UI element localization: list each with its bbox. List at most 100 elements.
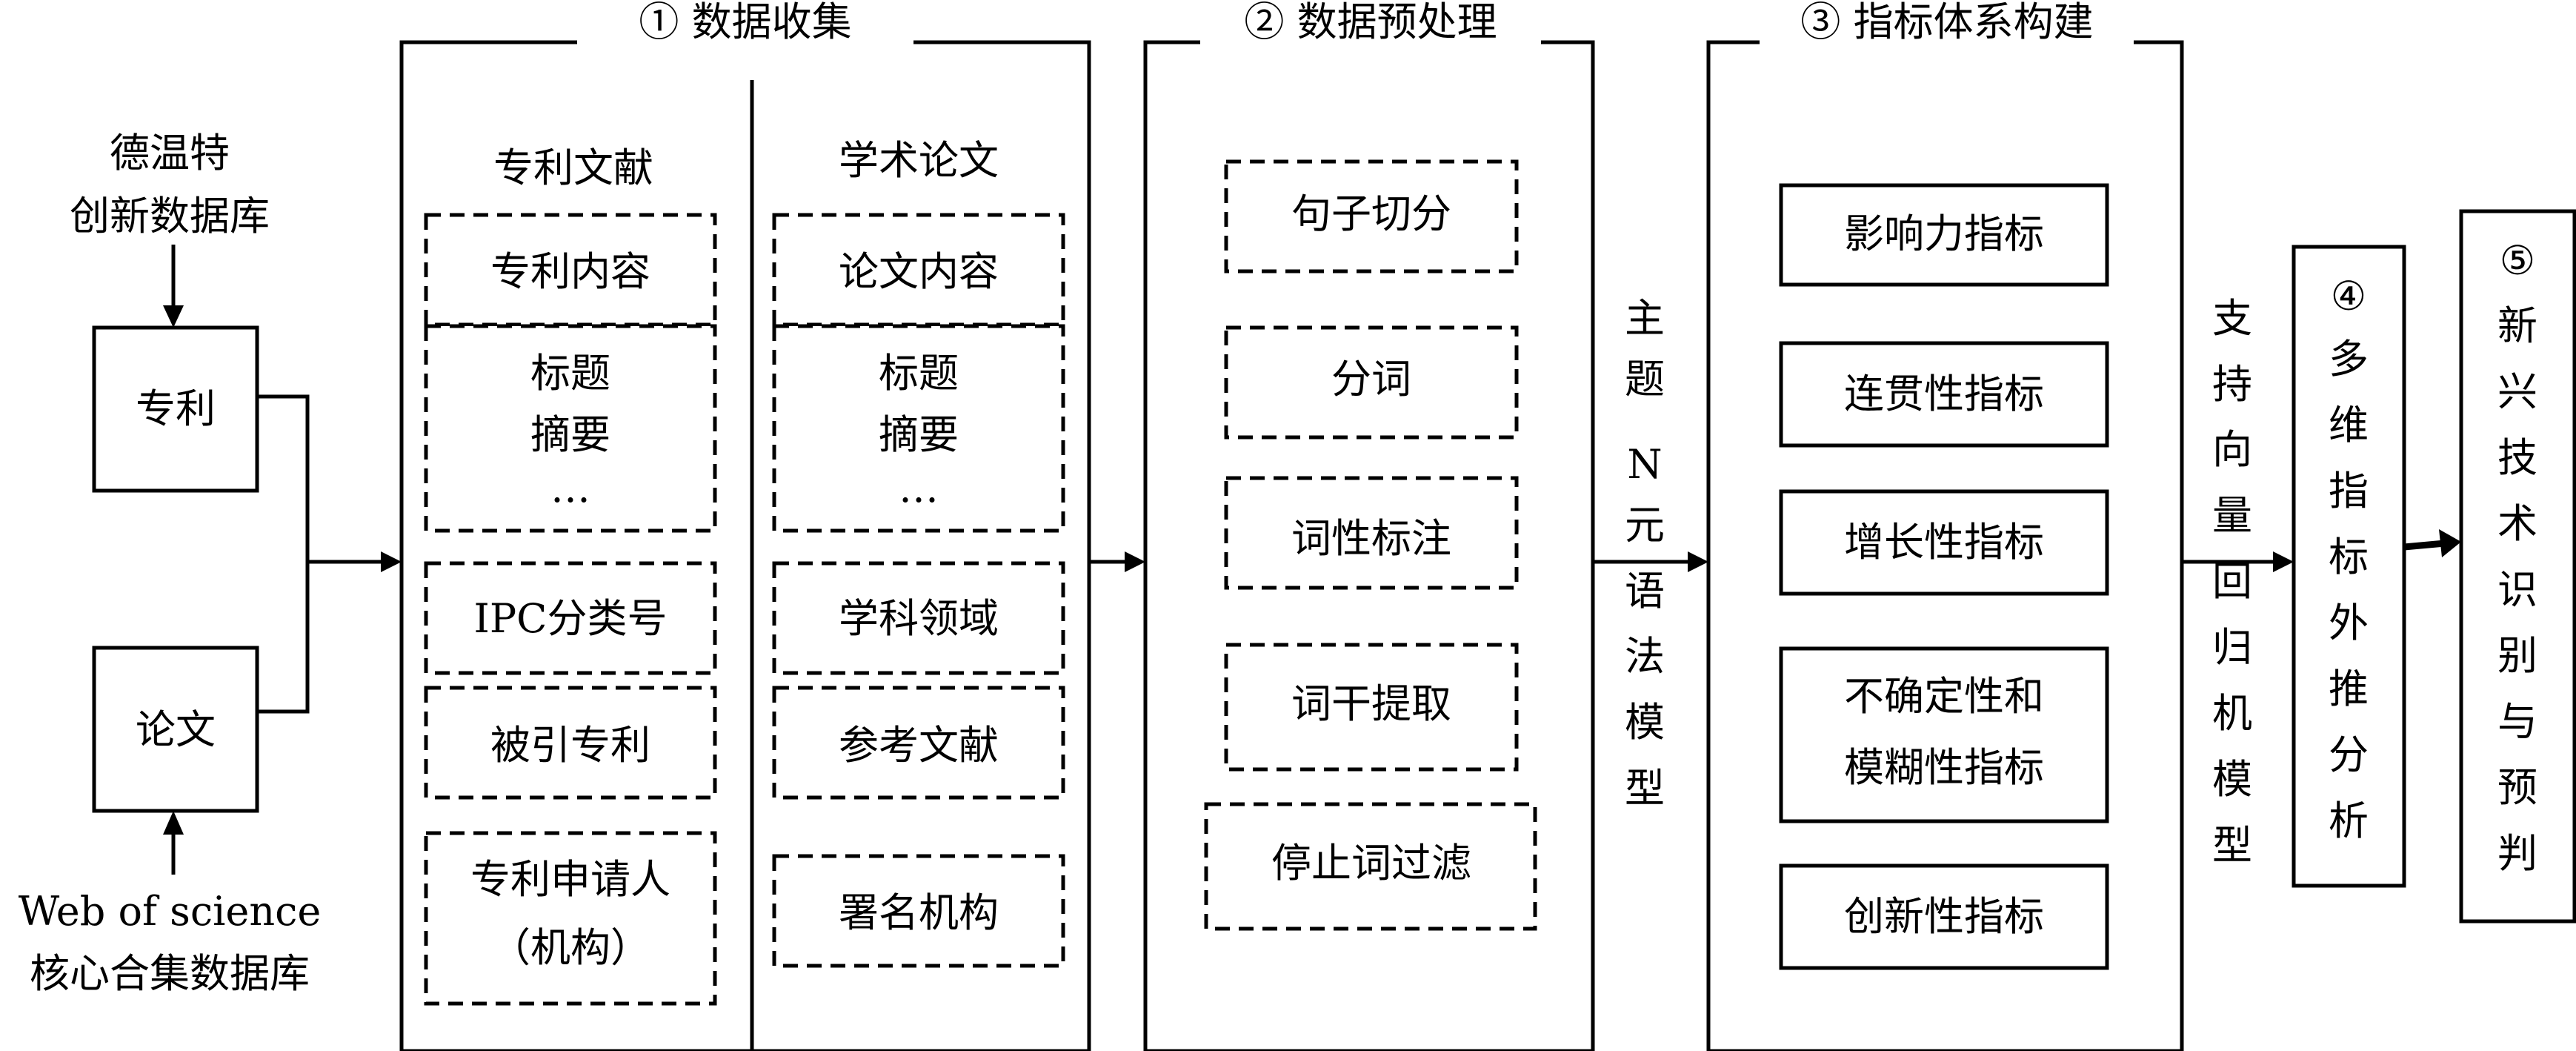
indicator-novelty — [1779, 863, 2109, 970]
indicator-coherence-label: 连贯性指标 — [1844, 371, 2044, 417]
model2-char-4: 回 — [2212, 558, 2252, 605]
indicator-coherence — [1779, 341, 2109, 448]
model2-char-8: 型 — [2212, 822, 2252, 869]
preprocess-stopword-filter-label: 停止词过滤 — [1271, 840, 1471, 886]
paper-item-affiliation-label: 署名机构 — [839, 889, 999, 936]
indicator-novelty-label: 创新性指标 — [1844, 893, 2044, 940]
dwpi-label-line1: 德温特 — [110, 130, 230, 176]
preprocess-stemming-label: 词干提取 — [1291, 680, 1451, 727]
stage4-char-2: 维 — [2329, 402, 2369, 448]
indicator-growth — [1779, 489, 2109, 596]
patent-item-title-label: 标题 — [530, 350, 610, 397]
model1-char-4: 语 — [1625, 568, 1665, 614]
stage2-title: ② 数据预处理 — [1244, 0, 1497, 45]
wos-label-line1: Web of science — [19, 888, 322, 935]
stage4-to-stage5-line — [2403, 540, 2446, 551]
stage4-char-6: 推 — [2329, 666, 2369, 712]
stage4-char-4: 标 — [2329, 534, 2369, 580]
stage4-char-3: 指 — [2329, 468, 2369, 514]
paper-column-header: 学术论文 — [839, 137, 999, 184]
stage4-char-5: 外 — [2329, 600, 2369, 646]
paper-item-affiliation — [772, 854, 1065, 968]
model2-char-5: 归 — [2212, 624, 2252, 671]
model2-char-7: 模 — [2212, 756, 2252, 803]
stage4-label: ④ 多 维 指 标 外 推 分 析 — [2329, 273, 2369, 844]
paper-item-content-label: 论文内容 — [839, 248, 999, 295]
paper-source-label: 论文 — [136, 706, 216, 753]
paper-item-title-abstract — [772, 324, 1065, 533]
patent-column-header: 专利文献 — [493, 145, 653, 191]
indicator-uncertainty-label-line1: 不确定性和 — [1844, 673, 2044, 720]
wos-label-line2: 核心合集数据库 — [30, 950, 310, 997]
stage5-char-0: ⑤ — [2500, 237, 2535, 284]
preprocess-sentence-split — [1224, 159, 1519, 273]
preprocess-sentence-split-label: 句子切分 — [1291, 190, 1451, 237]
stage5-char-1: 新 — [2497, 302, 2537, 349]
wos-arrowhead — [163, 811, 184, 835]
dwpi-label-line2: 创新数据库 — [70, 193, 270, 239]
patent-source-label: 专利 — [136, 385, 216, 432]
stage4-char-7: 分 — [2329, 732, 2369, 778]
patent-item-ipc-label: IPC分类号 — [474, 595, 668, 642]
paper-item-content — [772, 213, 1065, 327]
patent-item-content-label: 专利内容 — [490, 248, 650, 295]
model1-char-0: 主 — [1625, 295, 1665, 342]
stage5-char-4: 术 — [2497, 500, 2537, 547]
paper-item-references-label: 参考文献 — [839, 722, 999, 769]
topic-ngram-model-label: 主 题 N 元 语 法 模 型 — [1625, 295, 1665, 812]
stage1-title: ① 数据收集 — [639, 0, 851, 45]
stage5-char-2: 兴 — [2497, 368, 2537, 415]
paper-connector — [257, 562, 310, 714]
patent-item-ipc — [424, 561, 717, 675]
model2-char-0: 支 — [2212, 295, 2252, 342]
model2-char-3: 量 — [2212, 492, 2252, 539]
indicator-influence-label: 影响力指标 — [1844, 210, 2044, 257]
stage4-box — [2292, 245, 2406, 888]
stage1-frame — [399, 40, 1091, 1051]
patent-item-applicant — [424, 831, 717, 1006]
stage4-to-stage5-arrowhead — [2439, 529, 2461, 557]
indicator-uncertainty — [1779, 646, 2109, 823]
model1-char-7: 型 — [1625, 765, 1665, 812]
stage1-to-stage2-arrowhead — [1125, 551, 1145, 572]
model2-char-6: 机 — [2212, 690, 2252, 737]
stage4-char-1: 多 — [2329, 336, 2369, 382]
indicator-influence — [1779, 183, 2109, 287]
patent-item-cited — [424, 686, 717, 800]
paper-source-box — [92, 646, 259, 813]
paper-item-abstract-label: 摘要 — [879, 411, 959, 458]
stage5-char-9: 判 — [2497, 830, 2537, 877]
stage3-title: ③ 指标体系构建 — [1800, 0, 2093, 45]
preprocess-pos-tagging-label: 词性标注 — [1291, 515, 1451, 562]
stage2-frame — [1143, 40, 1595, 1051]
patent-source-box — [92, 325, 259, 493]
stage4-char-8: 析 — [2329, 798, 2369, 844]
patent-item-cited-label: 被引专利 — [490, 722, 650, 769]
patent-item-abstract-label: 摘要 — [530, 411, 610, 458]
patent-item-applicant-label: 专利申请人 — [470, 856, 670, 903]
svr-model-label: 支 持 向 量 回 归 机 模 型 — [2212, 295, 2252, 869]
model1-char-5: 法 — [1625, 633, 1665, 680]
model1-char-2: N — [1627, 441, 1662, 488]
preprocess-tokenize-label: 分词 — [1331, 356, 1411, 402]
patent-item-title-abstract — [424, 324, 717, 533]
model2-char-1: 持 — [2212, 361, 2252, 408]
stage5-char-8: 预 — [2497, 764, 2537, 811]
paper-item-references — [772, 686, 1065, 800]
stage5-box — [2459, 209, 2576, 924]
patent-item-content — [424, 213, 717, 327]
patent-connector — [257, 394, 310, 562]
stage5-char-3: 技 — [2497, 434, 2537, 481]
model1-char-6: 模 — [1625, 699, 1665, 746]
stage5-label: ⑤ 新 兴 技 术 识 别 与 预 判 — [2497, 237, 2537, 877]
patent-item-ellipsis: … — [550, 465, 590, 511]
stage2-to-stage3-arrowhead — [1688, 551, 1708, 572]
model2-char-2: 向 — [2212, 426, 2252, 473]
model1-char-1: 题 — [1625, 356, 1665, 402]
stage3-to-stage4-arrowhead — [2273, 551, 2294, 572]
stage4-char-0: ④ — [2331, 273, 2366, 319]
stage5-char-6: 别 — [2497, 632, 2537, 679]
paper-item-title-label: 标题 — [879, 350, 959, 397]
